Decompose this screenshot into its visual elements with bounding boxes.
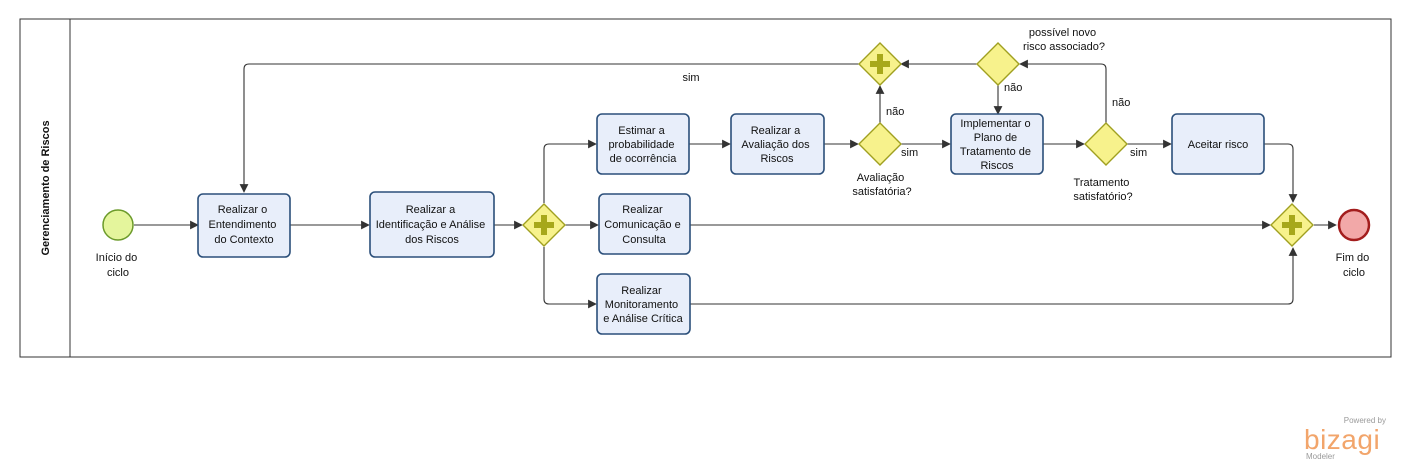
exclusive-gateway-tratamento <box>1084 122 1128 166</box>
powered-by-text: Powered by <box>1343 416 1386 425</box>
end-event-label: Fim do ciclo <box>1336 252 1373 279</box>
svg-text:Realizar Comunicação e: Realizar Comunicação e Consulta <box>604 204 684 246</box>
svg-text:Estimar a probabilidade: Estimar a probabilidade de ocorrência <box>608 125 677 165</box>
parallel-gateway-join <box>1270 203 1314 247</box>
task-identificacao[interactable]: Realizar a Identificação e Análise dos R… <box>369 191 495 258</box>
lane-title: Gerenciamento de Riscos <box>40 120 52 255</box>
flow-label-sim-top: sim <box>682 72 699 84</box>
svg-text:Implementar o Plano de: Implementar o Plano de Tratamento de Ris… <box>960 118 1034 172</box>
flow-gateway-nao-to-novo-risco <box>1019 59 1107 123</box>
parallel-gateway-merge <box>858 42 902 86</box>
gateway-avaliacao-label: Avaliação satisfatória? <box>852 172 911 198</box>
task-avaliacao[interactable]: Realizar a Avaliação dos Riscos <box>730 113 825 175</box>
task-estimar[interactable]: Estimar a probabilidade de ocorrência <box>596 113 690 175</box>
sequence-flows <box>134 59 1337 309</box>
task-monitoramento[interactable]: Realizar Monitoramento e Análise Crítica <box>596 273 691 335</box>
flow-label-nao-novo-risco: não <box>1004 82 1022 94</box>
bizagi-branding: Powered by bizagi Modeler <box>1298 416 1390 462</box>
pool-border <box>19 18 1392 358</box>
task-plano[interactable]: Implementar o Plano de Tratamento de Ris… <box>950 113 1044 175</box>
svg-text:Realizar a Avaliação dos: Realizar a Avaliação dos Riscos <box>741 125 812 165</box>
modeler-text: Modeler <box>1306 452 1335 461</box>
end-event <box>1337 208 1371 242</box>
start-event-label: Início do ciclo <box>96 252 141 279</box>
gateway-tratamento-label: Tratamento satisfatório? <box>1073 177 1132 203</box>
task-comunicacao[interactable]: Realizar Comunicação e Consulta <box>598 193 691 255</box>
gateway-novo-risco-label: possível novo risco associado? <box>1023 27 1105 53</box>
task-aceitar[interactable]: Aceitar risco <box>1171 113 1265 175</box>
exclusive-gateway-avaliacao <box>858 122 902 166</box>
bizagi-logo: bizagi <box>1304 424 1381 455</box>
flow-label-nao-avaliacao: não <box>886 106 904 118</box>
svg-text:Realizar o Entendimento: Realizar o Entendimento do Contexto <box>209 204 280 246</box>
flow-label-nao-tratamento: não <box>1112 97 1130 109</box>
svg-text:Realizar Monitoramento: Realizar Monitoramento e Análise Crítica <box>603 285 683 325</box>
parallel-gateway-split <box>522 203 566 247</box>
flow-merge-to-contexto <box>239 63 859 193</box>
flow-split-to-monitoramento <box>543 247 597 309</box>
flow-label-sim-tratamento: sim <box>1130 147 1147 159</box>
flow-aceitar-to-join <box>1264 143 1298 203</box>
flow-label-sim-avaliacao: sim <box>901 147 918 159</box>
task-contexto[interactable]: Realizar o Entendimento do Contexto <box>197 193 291 258</box>
exclusive-gateway-novo-risco <box>976 42 1020 86</box>
svg-text:Aceitar risco: Aceitar risco <box>1188 139 1249 151</box>
flow-monitoramento-to-join <box>690 247 1298 305</box>
start-event <box>102 209 134 241</box>
flow-split-to-estimar <box>543 139 597 203</box>
svg-text:Realizar a Identificação: Realizar a Identificação e Análise dos R… <box>376 204 489 246</box>
